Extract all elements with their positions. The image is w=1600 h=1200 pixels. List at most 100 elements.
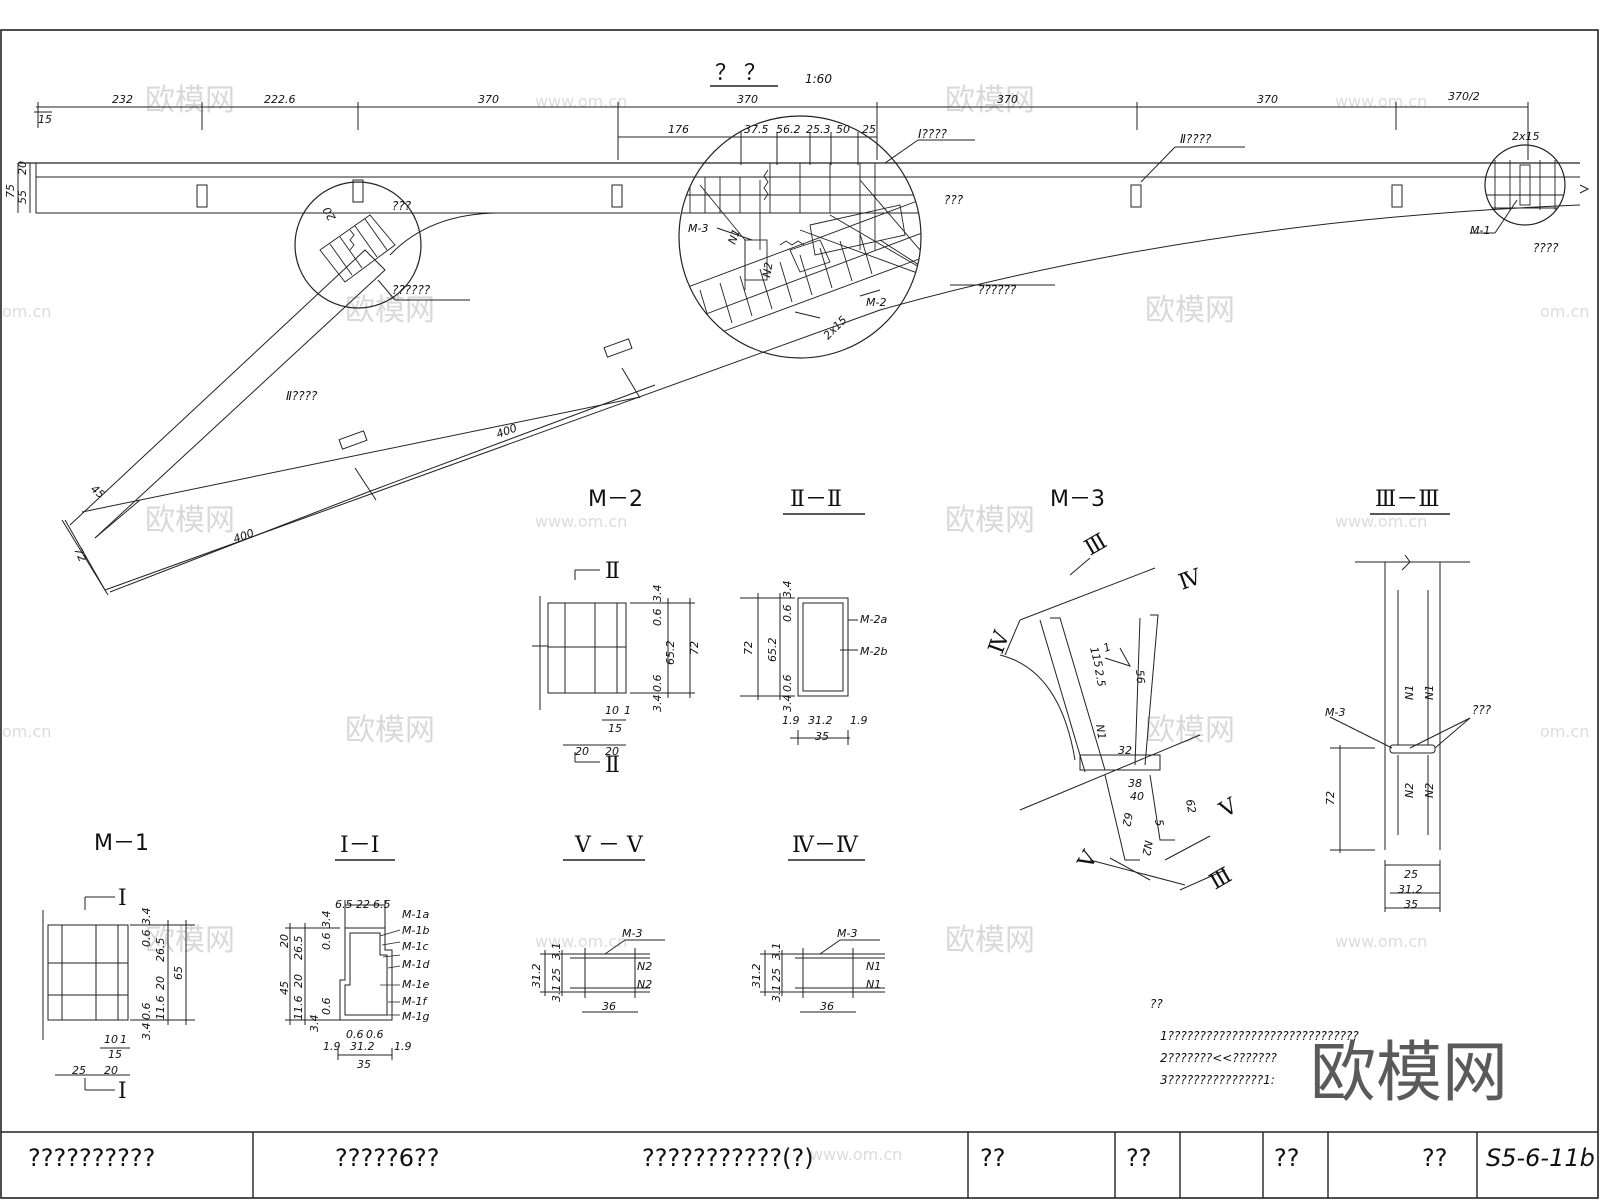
section-5-5: Ⅴ － Ⅴ 31.2 3.1 25 3.1 36 M-3 N2 N2	[530, 833, 665, 1013]
dim-label: 370	[737, 93, 758, 106]
watermark-url: om.cn	[2, 722, 51, 741]
dim-label: 15	[608, 722, 622, 735]
dim-label: 0.6	[651, 675, 664, 693]
dim-label: 65.2	[766, 638, 779, 663]
dim-label: 370	[478, 93, 499, 106]
watermark-logo: 欧模网	[145, 83, 235, 118]
title-cell: ??	[980, 1144, 1005, 1172]
section-title: Ⅰ－Ⅰ	[340, 833, 379, 858]
member-label: N2	[637, 978, 652, 991]
dim-label: 0.6	[781, 675, 794, 693]
dim-label: 0.6	[320, 933, 333, 951]
dim-label: 35	[1404, 898, 1418, 911]
dim-label: 0.6	[346, 1028, 364, 1041]
dim-label: 38	[1128, 777, 1142, 790]
section-mark: Ⅲ	[1206, 863, 1237, 895]
member-label: N1	[866, 960, 881, 973]
member-label: M-3	[622, 927, 642, 940]
dim-label: 3.4	[651, 585, 664, 603]
member-label: N1	[1423, 685, 1436, 700]
dim-label: 32	[1118, 744, 1132, 757]
title-cell: ??????????	[28, 1144, 155, 1172]
dim-label: 15	[108, 1048, 122, 1061]
dim-label: 20	[154, 976, 167, 990]
dim-label: 50	[836, 123, 850, 136]
section-3-3: Ⅲ－Ⅲ 72 25 31.2 35 M-3 N1 N1 N2 N2 ???	[1324, 487, 1492, 912]
dim-label: 20	[292, 974, 305, 988]
dim-label: 0.6	[140, 1003, 153, 1021]
member-label: M-3	[688, 222, 708, 235]
dim-label: 1.9	[323, 1040, 341, 1053]
member-label: N1	[1093, 723, 1108, 740]
watermark-url: www.om.cn	[1335, 512, 1427, 531]
dim-label: 0.6	[366, 1028, 384, 1041]
dim-label: 370	[997, 93, 1018, 106]
dim-label: 20	[104, 1064, 118, 1077]
dim-label: 35	[815, 730, 829, 743]
title-cell: ??	[1126, 1144, 1151, 1172]
member-label: N1	[1403, 685, 1416, 700]
dim-label: 40	[1130, 790, 1144, 803]
section-title: M－2	[588, 487, 643, 512]
watermark-url: www.om.cn	[535, 512, 627, 531]
member-label: N2	[1403, 783, 1416, 798]
dim-label: 25	[550, 968, 563, 982]
dim-label: 3.1	[550, 943, 563, 961]
dim-label: 115	[1087, 645, 1105, 669]
dim-label: 1.9	[850, 714, 868, 727]
note-line: 1??????????????????????????????	[1160, 1029, 1359, 1043]
member-label: M-3	[1325, 706, 1345, 719]
dim-label: 11.6	[292, 996, 305, 1021]
member-label: M-1a	[402, 908, 429, 921]
member-label: M-1	[1470, 224, 1490, 237]
dim-label: 36	[602, 1000, 616, 1013]
dim-label: 15	[38, 113, 52, 126]
dim-label: 400	[495, 421, 519, 440]
dim-label: 65	[172, 966, 185, 980]
title-cell: ?????6??	[335, 1144, 439, 1172]
watermark-url: www.om.cn	[1335, 932, 1427, 951]
watermark-logo: 欧模网	[145, 923, 235, 958]
dim-label: 62	[1183, 798, 1198, 814]
dim-label: 1	[1102, 640, 1113, 655]
label: ????	[1533, 241, 1559, 255]
section-mark: Ⅴ	[1073, 846, 1104, 874]
dim-label: 56.2	[776, 123, 801, 136]
section-m3: M－3 Ⅲ Ⅳ Ⅳ Ⅴ Ⅴ Ⅲ 115 2.5 56 32 38 40 6	[984, 487, 1243, 895]
dim-label: 1	[120, 1033, 127, 1046]
section-label: Ⅰ????	[918, 127, 948, 141]
dim-label: 232	[112, 93, 133, 106]
title-cell: ??	[1422, 1144, 1447, 1172]
scale-label: 1:60	[805, 72, 832, 86]
dim-label: 400	[232, 526, 256, 545]
member-label: N2	[637, 960, 652, 973]
dim-label: 370/2	[1448, 90, 1480, 103]
dim-label: 3.1	[770, 985, 783, 1003]
section-mark: Ⅳ	[1176, 564, 1206, 595]
dim-label: 72	[742, 641, 755, 655]
dim-label: 26.5	[292, 936, 305, 961]
section-mark: Ⅰ	[118, 1079, 127, 1104]
dim-label: 75	[4, 184, 17, 198]
dim-label: 6.5	[335, 898, 353, 911]
watermark-logo: 欧模网	[945, 923, 1035, 958]
section-1-1: Ⅰ－Ⅰ 6.5 22 6.5 3.4 0.6 26.5 20 20 45 11.…	[278, 833, 430, 1071]
dim-label: 72	[71, 546, 89, 564]
dim-label: 3.4	[140, 1023, 153, 1041]
section-mark: Ⅲ	[1081, 529, 1112, 561]
dim-label: 11.6	[154, 996, 167, 1021]
section-mark: Ⅱ	[605, 559, 620, 584]
section-label: Ⅱ????	[1180, 132, 1212, 146]
dim-label: 20	[16, 161, 29, 175]
section-title: Ⅱ－Ⅱ	[790, 487, 842, 512]
label: ???	[944, 193, 964, 207]
label: ???	[392, 199, 412, 213]
dim-label: 3.4	[308, 1015, 321, 1033]
dim-label: 0.6	[320, 998, 333, 1016]
watermark-logo-large: 欧模网	[1310, 1034, 1508, 1111]
dim-label: 0.6	[781, 605, 794, 623]
member-label: M-2a	[860, 613, 887, 626]
dim-label: 3.4	[651, 695, 664, 713]
watermark-logo: 欧模网	[345, 713, 435, 748]
